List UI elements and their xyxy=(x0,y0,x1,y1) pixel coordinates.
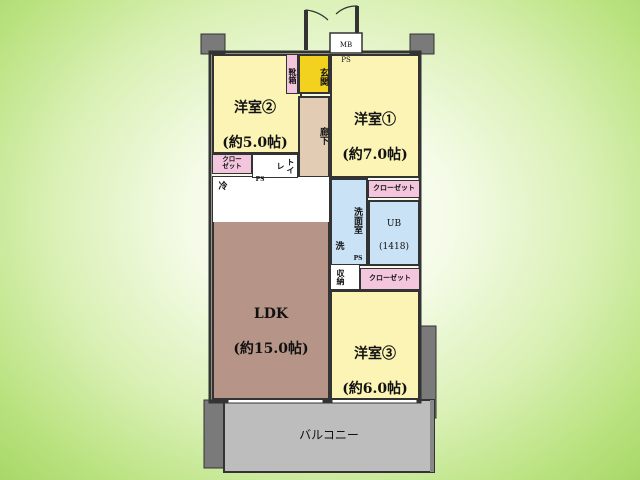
entrance-door xyxy=(304,10,308,50)
storage-area xyxy=(330,264,360,290)
label-storage: 収納 xyxy=(336,269,346,285)
entrance-floor xyxy=(298,54,330,94)
kitchen-area xyxy=(212,176,330,222)
label-ldk: LDK (約15.0帖) xyxy=(214,288,328,358)
room-western-1 xyxy=(330,54,420,178)
label-unit-bath-size: (1418) xyxy=(379,241,409,252)
label-ps-bath: PS xyxy=(353,255,363,262)
label-closet-western-3: クローゼット xyxy=(369,273,411,282)
label-western-3-name: 洋室③ xyxy=(354,345,396,362)
label-western-1: 洋室① (約7.0帖) xyxy=(332,94,418,164)
label-ldk-size: (約15.0帖) xyxy=(233,340,309,357)
label-entrance: 玄関 xyxy=(318,68,328,86)
label-shoe-cabinet: 靴箱 xyxy=(288,68,298,84)
label-washroom: 洗面室 xyxy=(352,206,362,234)
label-fridge: 冷 xyxy=(218,182,228,192)
label-mbps-line1: MB xyxy=(339,40,353,49)
entrance-door-arc xyxy=(305,9,329,48)
room-western-3 xyxy=(330,290,420,400)
closet-western-2 xyxy=(212,154,252,174)
balcony-area xyxy=(223,399,435,473)
label-toilet: トイレ xyxy=(276,158,296,174)
closet-western-3 xyxy=(360,268,420,290)
label-unit-bath-name: UB xyxy=(386,219,402,230)
room-unit-bath xyxy=(368,200,420,266)
mbps-box xyxy=(329,32,363,54)
label-closet-western-2: クロー ゼット xyxy=(222,155,242,171)
closet-western-1 xyxy=(368,180,420,198)
label-closet-western-1: クローゼット xyxy=(373,183,415,192)
label-western-1-size: (約7.0帖) xyxy=(342,146,408,163)
label-western-3-size: (約6.0帖) xyxy=(342,380,408,397)
label-mbps-line2: PS xyxy=(341,56,351,65)
mbps-door xyxy=(355,6,359,36)
label-hallway: 廊下 xyxy=(318,127,328,145)
room-toilet xyxy=(252,154,298,178)
structural-column xyxy=(409,33,435,55)
label-western-1-name: 洋室① xyxy=(354,111,396,128)
label-washer: 洗 xyxy=(335,242,345,252)
label-ldk-name: LDK xyxy=(253,305,289,322)
shoe-cabinet xyxy=(286,54,298,94)
mbps-door-arc xyxy=(335,5,358,34)
label-western-2: 洋室② (約5.0帖) xyxy=(212,82,298,152)
structural-column xyxy=(203,399,225,469)
label-western-2-size: (約5.0帖) xyxy=(222,134,288,151)
label-mbps: MB PS xyxy=(330,34,362,65)
label-ps-toilet: PS xyxy=(255,176,265,183)
label-unit-bath: UB (1418) xyxy=(372,208,416,253)
label-western-2-name: 洋室② xyxy=(234,99,276,116)
label-balcony: バルコニー xyxy=(299,428,359,442)
label-western-3: 洋室③ (約6.0帖) xyxy=(332,328,418,398)
